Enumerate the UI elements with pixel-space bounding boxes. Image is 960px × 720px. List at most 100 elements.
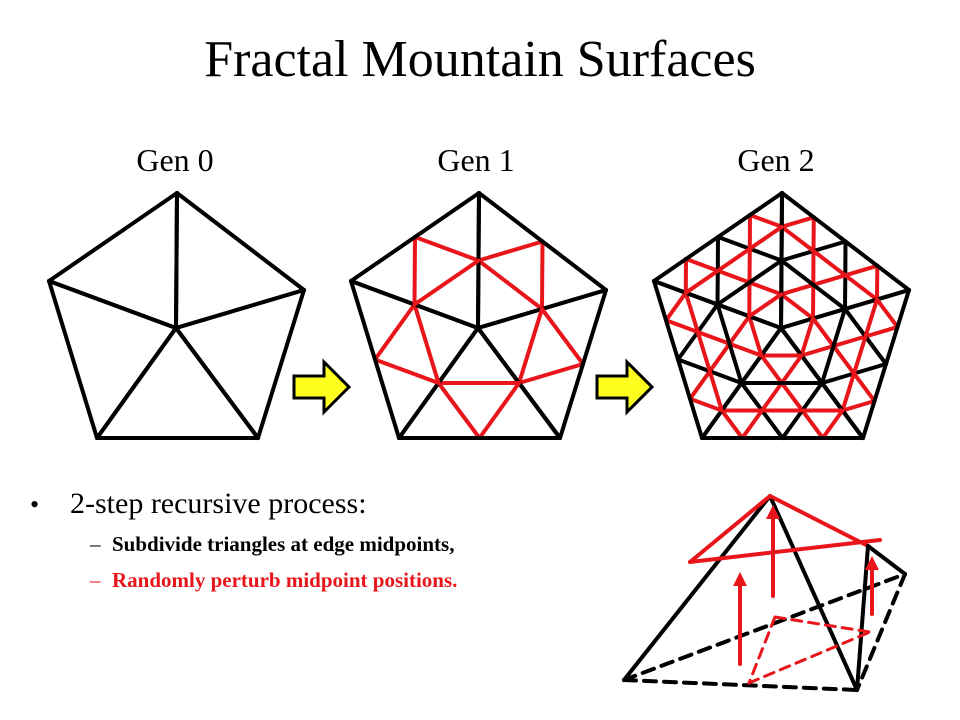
hidden-perturbed-edge xyxy=(747,615,777,685)
midpoint-edge xyxy=(412,302,441,385)
midpoint-edge xyxy=(477,381,521,440)
mesh-edge xyxy=(47,279,99,440)
midpoint-edge xyxy=(540,239,545,311)
main-bullet-text: 2-step recursive process: xyxy=(70,487,367,520)
midpoint-edge xyxy=(664,318,700,334)
midpoint-edge xyxy=(852,334,868,376)
gen-1-pentagon xyxy=(349,191,608,440)
mesh-edge xyxy=(412,302,480,330)
mesh-edge xyxy=(652,279,688,295)
mesh-edge xyxy=(676,330,700,362)
mesh-edge xyxy=(727,341,744,385)
mesh-edge xyxy=(95,326,178,440)
gen-0-label: Gen 0 xyxy=(136,142,214,178)
midpoint-edge xyxy=(800,408,825,440)
mesh-edge xyxy=(700,408,724,440)
bullet-list: • 2-step recursive process: – Subdivide … xyxy=(30,486,457,593)
mesh-edge xyxy=(517,381,562,440)
mesh-edge xyxy=(373,357,401,440)
midpoint-edge xyxy=(684,257,720,273)
midpoint-edge xyxy=(707,369,724,413)
mesh-edge xyxy=(540,239,608,292)
gen-2-pentagon xyxy=(652,191,911,440)
midpoint-edge xyxy=(779,282,816,297)
midpoint-edge xyxy=(719,408,745,440)
midpoint-edge xyxy=(779,224,816,253)
midpoint-edge xyxy=(831,344,856,376)
mesh-edge xyxy=(716,235,752,251)
midpoint-edge xyxy=(476,239,545,263)
perturb-arrowhead-icon xyxy=(865,556,879,570)
mesh-edge xyxy=(811,215,848,244)
mesh-edge xyxy=(349,279,417,307)
mesh-edge xyxy=(476,307,544,330)
midpoint-edge xyxy=(688,369,712,401)
mesh-edge xyxy=(811,282,847,311)
mesh-edge xyxy=(780,408,805,440)
midpoint-edge xyxy=(779,292,815,321)
midpoint-edge xyxy=(476,258,544,311)
midpoint-edge xyxy=(707,341,732,374)
mesh-edge xyxy=(779,258,816,287)
midpoint-edge xyxy=(843,263,880,278)
mesh-edge xyxy=(476,258,481,330)
mesh-edge xyxy=(715,302,732,346)
mesh-edge xyxy=(840,408,865,440)
perturbed-edge xyxy=(768,494,870,548)
mesh-edge xyxy=(843,239,880,268)
mesh-edge xyxy=(664,318,680,362)
mesh-edge xyxy=(831,307,847,348)
step-perturb: – Randomly perturb midpoint positions. xyxy=(90,567,457,593)
mesh-edge xyxy=(820,381,845,413)
mesh-edge xyxy=(780,191,816,220)
midpoint-edge xyxy=(695,330,712,374)
mesh-edge xyxy=(683,290,720,307)
midpoint-edge xyxy=(727,314,752,346)
midpoint-edge xyxy=(517,362,585,385)
mesh-edge xyxy=(652,279,668,323)
mesh-edge xyxy=(760,408,785,440)
mesh-edge xyxy=(779,249,816,263)
midpoint-edge xyxy=(373,302,417,362)
midpoint-edge xyxy=(799,316,815,358)
mesh-edge xyxy=(174,191,179,330)
step-subdivide: – Subdivide triangles at edge midpoints, xyxy=(90,531,457,557)
mesh-edge xyxy=(820,344,836,385)
midpoint-edge xyxy=(863,325,900,339)
mesh-edge xyxy=(747,258,784,285)
main-bullet: • 2-step recursive process: xyxy=(30,486,457,523)
midpoint-edge xyxy=(840,371,856,413)
mesh-edge xyxy=(476,326,521,385)
midpoint-edge xyxy=(759,353,784,385)
mesh-edge xyxy=(895,288,911,329)
mesh-edge xyxy=(676,357,712,374)
mesh-edge xyxy=(436,326,480,385)
step-subdivide-text: Subdivide triangles at edge midpoints, xyxy=(112,532,455,556)
mesh-edge xyxy=(715,302,752,319)
mesh-edge xyxy=(719,381,744,413)
midpoint-edge xyxy=(413,235,481,263)
mesh-edge xyxy=(684,235,720,261)
mesh-edge xyxy=(47,191,179,283)
pyramid-edge xyxy=(768,494,859,692)
midpoint-edge xyxy=(540,307,585,366)
mesh-edge xyxy=(715,280,752,307)
midpoint-edge xyxy=(436,381,482,440)
perturb-arrowhead-icon xyxy=(733,572,747,586)
hidden-edge xyxy=(622,572,907,682)
midpoint-edge xyxy=(747,224,784,251)
mesh-edge xyxy=(175,191,306,292)
mesh-edge xyxy=(811,239,848,253)
perturbed-pyramid xyxy=(622,494,907,692)
slide-title: Fractal Mountain Surfaces xyxy=(204,31,756,88)
midpoint-edge xyxy=(779,215,816,229)
pyramid-edge xyxy=(622,494,772,682)
hidden-edge xyxy=(622,678,859,692)
mesh-edge xyxy=(174,288,306,330)
process-arrows xyxy=(292,358,655,416)
mesh-edge xyxy=(779,316,815,330)
mesh-edge xyxy=(747,246,784,263)
midpoint-edge xyxy=(820,408,845,440)
midpoint-edge xyxy=(664,290,688,323)
midpoint-edge xyxy=(747,314,764,358)
